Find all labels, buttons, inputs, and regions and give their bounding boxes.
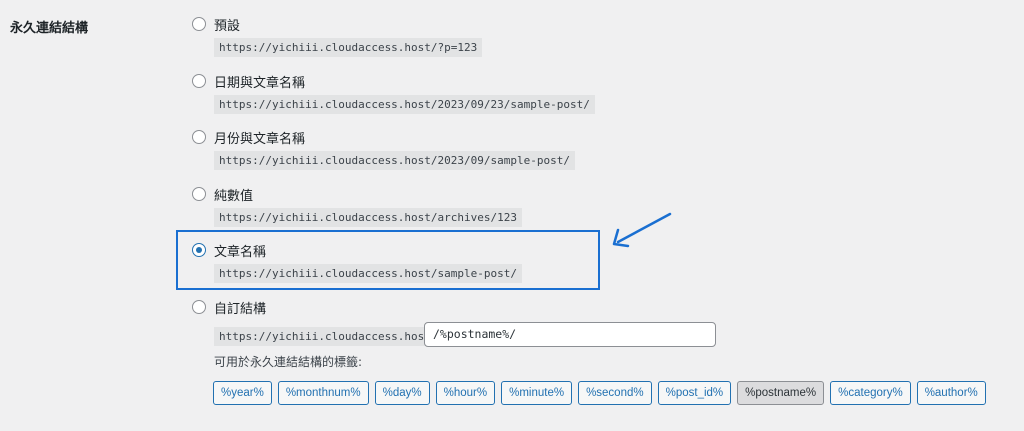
structure-tags: %year% %monthnum% %day% %hour% %minute% … xyxy=(213,381,986,405)
tag-hour-button[interactable]: %hour% xyxy=(435,381,496,405)
radio-numeric[interactable] xyxy=(192,187,206,201)
radio-custom[interactable] xyxy=(192,300,206,314)
radio-day-name[interactable] xyxy=(192,74,206,88)
option-label-month-name: 月份與文章名稱 xyxy=(214,132,306,147)
example-url-day-name: https://yichiii.cloudaccess.host/2023/09… xyxy=(214,95,595,114)
arrow-icon xyxy=(612,212,672,248)
radio-post-name[interactable] xyxy=(192,243,206,257)
option-label-custom: 自訂結構 xyxy=(214,302,267,317)
tag-year-button[interactable]: %year% xyxy=(213,381,272,405)
option-label-numeric: 純數值 xyxy=(214,189,254,204)
tag-author-button[interactable]: %author% xyxy=(916,381,986,405)
example-url-post-name: https://yichiii.cloudaccess.host/sample-… xyxy=(214,264,523,283)
option-label-day-name: 日期與文章名稱 xyxy=(214,76,306,91)
example-url-numeric: https://yichiii.cloudaccess.host/archive… xyxy=(214,208,523,227)
tag-monthnum-button[interactable]: %monthnum% xyxy=(277,381,369,405)
tag-second-button[interactable]: %second% xyxy=(578,381,652,405)
tag-day-button[interactable]: %day% xyxy=(374,381,430,405)
option-label-post-name: 文章名稱 xyxy=(214,245,267,260)
radio-month-name[interactable] xyxy=(192,130,206,144)
tag-minute-button[interactable]: %minute% xyxy=(501,381,573,405)
custom-base-url: https://yichiii.cloudaccess.host xyxy=(214,327,436,346)
highlight-box xyxy=(176,230,600,290)
tag-post-id-button[interactable]: %post_id% xyxy=(657,381,732,405)
option-label-default: 預設 xyxy=(214,19,241,34)
tag-postname-button[interactable]: %postname% xyxy=(737,381,825,405)
example-url-month-name: https://yichiii.cloudaccess.host/2023/09… xyxy=(214,151,575,170)
example-url-default: https://yichiii.cloudaccess.host/?p=123 xyxy=(214,38,483,57)
tag-category-button[interactable]: %category% xyxy=(830,381,911,405)
available-tags-hint: 可用於永久連結結構的標籤: xyxy=(214,355,363,369)
radio-default[interactable] xyxy=(192,17,206,31)
custom-structure-input[interactable]: /%postname%/ xyxy=(424,322,716,347)
section-label: 永久連結結構 xyxy=(10,21,89,36)
